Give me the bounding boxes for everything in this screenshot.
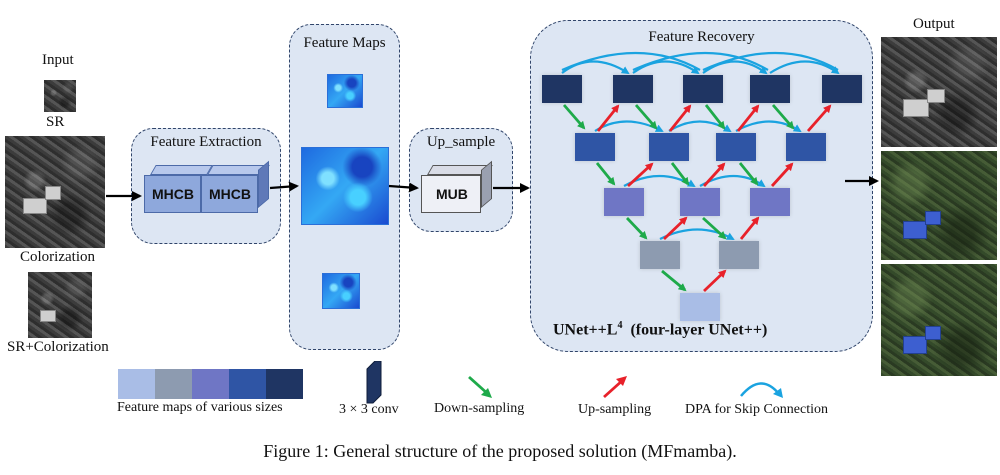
unet-node-0-2 <box>683 75 723 103</box>
feature-map-large <box>301 147 389 225</box>
house-shape <box>927 89 945 103</box>
unet-node-0-1 <box>613 75 653 103</box>
sr-colorization-label: SR+Colorization <box>7 339 109 355</box>
legend-swatch-level3 <box>155 369 192 399</box>
output-label: Output <box>913 16 955 32</box>
feature-recovery-title: Feature Recovery <box>648 29 755 45</box>
unet-node-3-1 <box>719 241 759 269</box>
sr-label: SR <box>46 114 65 130</box>
conv-icon <box>366 361 382 404</box>
legend-swatch-level2 <box>192 369 229 399</box>
unet-node-1-3 <box>786 133 826 161</box>
legend-feature-maps-label: Feature maps of various sizes <box>117 400 283 415</box>
up-sample-title: Up_sample <box>426 134 496 150</box>
unet-node-1-0 <box>575 133 615 161</box>
unet-title-rest: (four-layer UNet++) <box>630 321 768 339</box>
unet-node-3-0 <box>640 241 680 269</box>
house-shape <box>925 326 941 340</box>
unet-node-2-1 <box>680 188 720 216</box>
mhcb-block-2: MHCB <box>201 175 258 213</box>
unet-title-main: UNet++L <box>553 321 618 339</box>
unet-title-sup: 4 <box>617 320 623 331</box>
house-shape <box>23 198 47 214</box>
unet-title: UNet++L4 (four-layer UNet++) <box>553 320 767 339</box>
unet-node-2-0 <box>604 188 644 216</box>
unet-node-4-0 <box>680 293 720 321</box>
mhcb-block-1: MHCB <box>144 175 201 213</box>
output-image-sr-colorization <box>881 264 997 376</box>
mhcb-label-1: MHCB <box>152 186 194 202</box>
feature-map-small-top <box>327 74 363 108</box>
mub-block: MUB <box>421 175 481 213</box>
legend-down-label: Down-sampling <box>434 401 525 416</box>
output-image-colorization <box>881 151 997 260</box>
input-label: Input <box>42 52 74 68</box>
colorization-input-image <box>5 136 105 248</box>
feature-extraction-title: Feature Extraction <box>150 134 262 150</box>
sr-input-thumbnail <box>44 80 76 112</box>
house-shape <box>903 221 927 239</box>
sr-colorization-input-image <box>28 272 92 338</box>
house-shape <box>40 310 56 322</box>
mhcb-block-1-top <box>150 165 213 175</box>
figure-caption: Figure 1: General structure of the propo… <box>263 441 737 461</box>
legend-swatch-level4 <box>118 369 155 399</box>
unet-node-0-0 <box>542 75 582 103</box>
legend-conv-label: 3 × 3 conv <box>339 402 399 417</box>
output-image-sr <box>881 37 997 147</box>
unet-node-2-2 <box>750 188 790 216</box>
mub-label: MUB <box>436 186 468 202</box>
dpa-skip-icon <box>740 382 783 398</box>
house-shape <box>45 186 61 200</box>
legend-swatch-level0 <box>266 369 303 399</box>
down-sampling-icon <box>468 375 492 398</box>
feature-maps-title: Feature Maps <box>303 35 386 51</box>
mhcb-label-2: MHCB <box>209 186 251 202</box>
colorization-label: Colorization <box>20 249 95 265</box>
up-sampling-icon <box>603 376 627 399</box>
feature-map-small-bottom <box>322 273 360 309</box>
unet-node-0-4 <box>822 75 862 103</box>
house-shape <box>903 336 927 354</box>
house-shape <box>925 211 941 225</box>
legend-dpa-label: DPA for Skip Connection <box>685 402 828 417</box>
legend-up-label: Up-sampling <box>578 402 652 417</box>
legend-swatch-level1 <box>229 369 266 399</box>
house-shape <box>903 99 929 117</box>
unet-node-1-1 <box>649 133 689 161</box>
unet-node-0-3 <box>750 75 790 103</box>
unet-node-1-2 <box>716 133 756 161</box>
